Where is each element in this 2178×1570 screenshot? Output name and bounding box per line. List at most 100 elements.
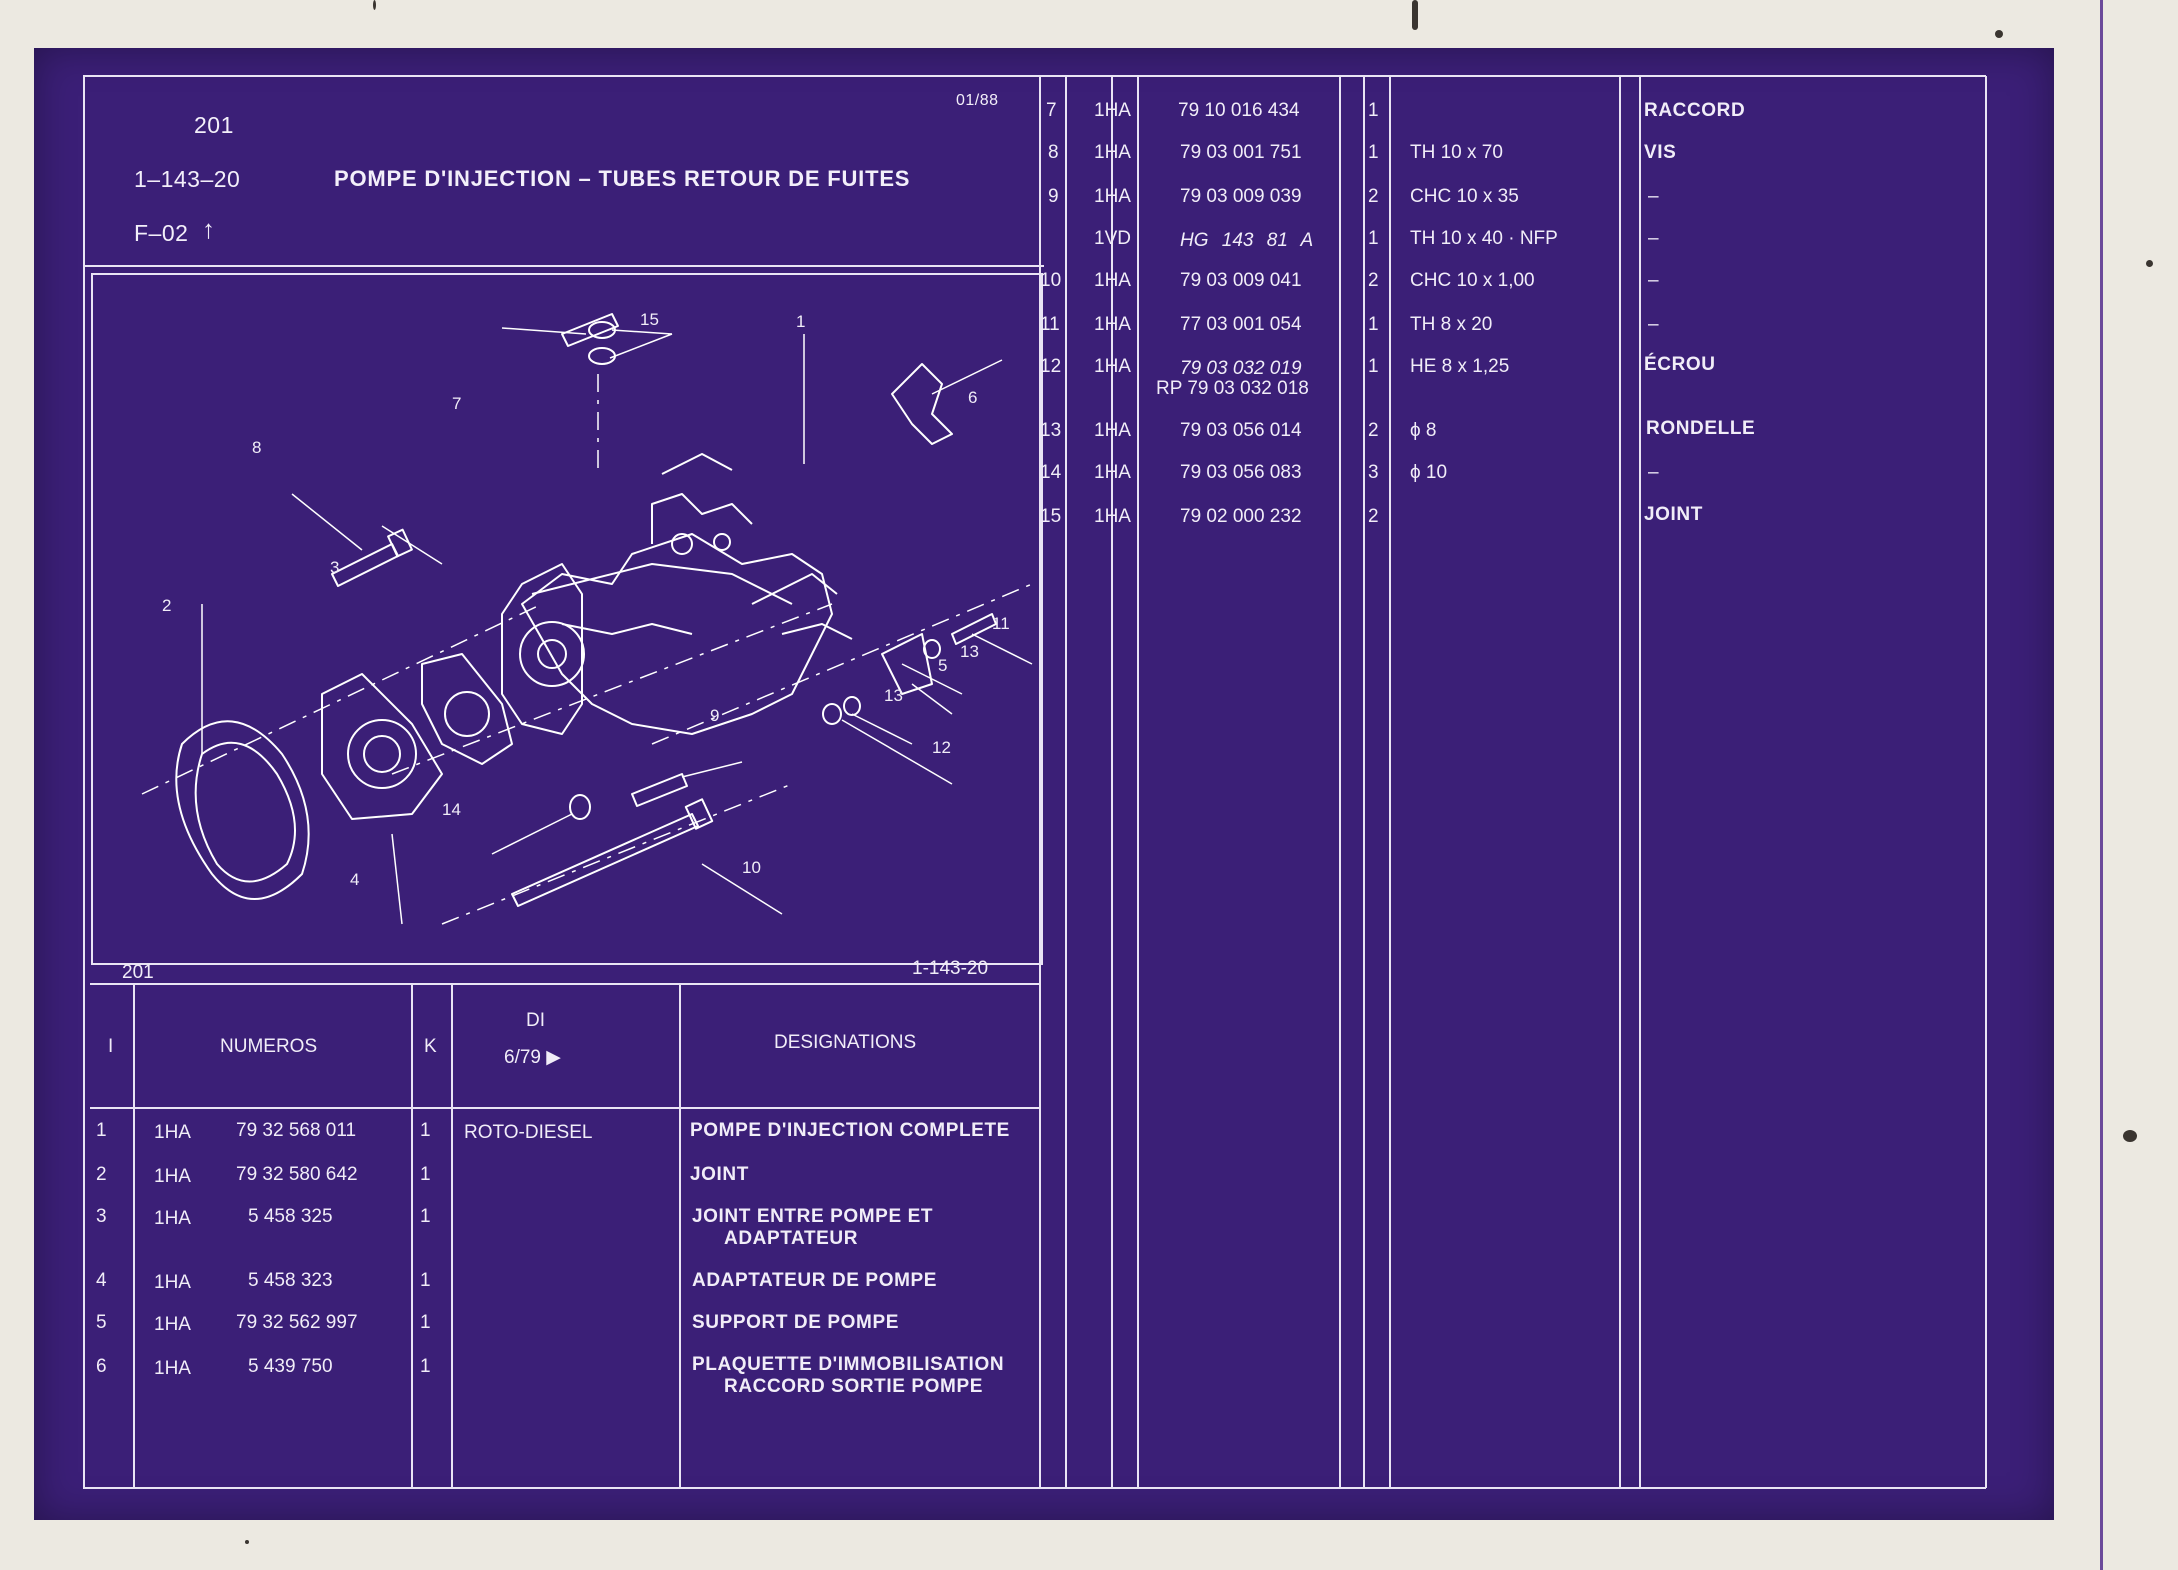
table-grid xyxy=(83,75,1987,1489)
row-k: 1 xyxy=(420,1120,431,1141)
row-code: 1HA xyxy=(1094,314,1131,335)
paper-speck xyxy=(1995,30,2003,38)
row-number: 79 03 009 041 xyxy=(1180,270,1302,291)
row-code: 1HA xyxy=(1094,420,1131,441)
row-k: 2 xyxy=(1368,420,1379,441)
row-number: 79 03 032 019 xyxy=(1180,358,1302,379)
callout-7: 7 xyxy=(452,394,462,413)
callout-9: 9 xyxy=(710,706,720,725)
row-designation: – xyxy=(1648,186,1659,207)
row-di: ROTO-DIESEL xyxy=(464,1122,593,1143)
row-number: 79 10 016 434 xyxy=(1178,100,1300,121)
callout-5: 5 xyxy=(938,656,948,675)
paper-speck xyxy=(2123,1130,2137,1142)
row-index: 3 xyxy=(96,1206,107,1227)
row-number: 5 439 750 xyxy=(248,1356,333,1377)
row-index: 8 xyxy=(1048,142,1059,163)
row-k: 1 xyxy=(420,1270,431,1291)
paper-speck xyxy=(373,0,376,10)
row-k: 1 xyxy=(1368,100,1379,121)
row-designation: – xyxy=(1648,462,1659,483)
col-header-designations: DESIGNATIONS xyxy=(774,1032,917,1053)
adapter-illustration xyxy=(321,673,443,820)
row-number: 79 03 009 039 xyxy=(1180,186,1302,207)
callout-10: 10 xyxy=(742,858,761,877)
row-designation: – xyxy=(1648,270,1659,291)
row-designation: ÉCROU xyxy=(1644,354,1716,375)
row-designation: RONDELLE xyxy=(1646,418,1756,439)
injection-pump-illustration xyxy=(501,453,853,735)
row-number-replacement: RP 79 03 032 018 xyxy=(1156,378,1309,399)
row-index: 7 xyxy=(1046,100,1057,121)
row-di: TH 10 x 40 · NFP xyxy=(1410,228,1558,249)
row-k: 1 xyxy=(1368,356,1379,377)
row-k: 1 xyxy=(1368,314,1379,335)
arrow-up-icon: ↑ xyxy=(202,214,215,244)
callout-12: 12 xyxy=(932,738,951,757)
page-title: POMPE D'INJECTION – TUBES RETOUR DE FUIT… xyxy=(334,166,911,191)
callout-3: 3 xyxy=(330,558,340,577)
paper-speck xyxy=(2146,260,2153,267)
row-code: 1HA xyxy=(1094,462,1131,483)
row-designation: – xyxy=(1648,314,1659,335)
row-number: 79 03 056 083 xyxy=(1180,462,1302,483)
callout-13b: 13 xyxy=(884,686,903,705)
row-di: CHC 10 x 1,00 xyxy=(1410,270,1535,291)
col-header-numeros: NUMEROS xyxy=(220,1036,318,1057)
row-code: 1HA xyxy=(154,1358,191,1379)
row-number: 77 03 001 054 xyxy=(1180,314,1302,335)
row-k: 3 xyxy=(1368,462,1379,483)
parts-catalog-sheet: 201 1–143–20 POMPE D'INJECTION – TUBES R… xyxy=(34,48,2054,1520)
row-di: TH 10 x 70 xyxy=(1410,142,1503,163)
row-k: 1 xyxy=(420,1164,431,1185)
drawing-footer-right: 1-143-20 xyxy=(912,958,989,979)
callout-15: 15 xyxy=(640,310,659,329)
row-designation: RACCORD xyxy=(1644,100,1746,121)
row-index: 11 xyxy=(1040,314,1060,335)
row-number: 79 32 568 011 xyxy=(236,1120,357,1141)
row-number: 79 32 562 997 xyxy=(236,1312,358,1333)
exploded-pump-drawing xyxy=(141,313,1033,925)
variant-code: F–02 xyxy=(134,220,189,246)
row-index: 10 xyxy=(1040,270,1062,291)
row-number: 79 03 056 014 xyxy=(1180,420,1302,441)
paper-speck xyxy=(1412,0,1418,30)
row-designation: ADAPTATEUR DE POMPE xyxy=(692,1270,938,1291)
row-k: 1 xyxy=(420,1356,431,1377)
row-designation: POMPE D'INJECTION COMPLETE xyxy=(690,1120,1010,1141)
row-index: 9 xyxy=(1048,186,1059,207)
row-di: HE 8 x 1,25 xyxy=(1410,356,1510,377)
page-margin-rule xyxy=(2100,0,2103,1570)
reference-code: 1–143–20 xyxy=(134,166,241,192)
row-code: 1VD xyxy=(1094,228,1131,249)
row-di: CHC 10 x 35 xyxy=(1410,186,1519,207)
row-number: 5 458 325 xyxy=(248,1206,333,1227)
row-number: HG 143 81 A xyxy=(1180,230,1314,251)
callout-4: 4 xyxy=(350,870,360,889)
row-number: 79 02 000 232 xyxy=(1180,506,1302,527)
col-header-di: DI xyxy=(526,1010,545,1031)
row-k: 2 xyxy=(1368,186,1379,207)
edition-date: 01/88 xyxy=(956,92,999,109)
callout-1: 1 xyxy=(796,312,806,331)
row-k: 1 xyxy=(1368,228,1379,249)
page-number: 201 xyxy=(194,112,234,138)
row-k: 1 xyxy=(420,1206,431,1227)
row-number: 79 32 580 642 xyxy=(236,1164,358,1185)
row-k: 1 xyxy=(1368,142,1379,163)
row-designation-line2: ADAPTATEUR xyxy=(724,1228,859,1249)
col-header-i: I xyxy=(108,1036,114,1057)
row-index: 15 xyxy=(1040,506,1062,527)
row-index: 13 xyxy=(1040,420,1062,441)
callout-8: 8 xyxy=(252,438,262,457)
row-code: 1HA xyxy=(154,1208,191,1229)
row-code: 1HA xyxy=(1094,506,1131,527)
callout-11: 11 xyxy=(992,614,1010,633)
row-designation: VIS xyxy=(1644,142,1677,163)
row-code: 1HA xyxy=(154,1314,191,1335)
row-code: 1HA xyxy=(1094,186,1131,207)
row-di: ϕ 10 xyxy=(1410,462,1448,483)
row-designation: JOINT ENTRE POMPE ET xyxy=(692,1206,934,1227)
row-code: 1HA xyxy=(1094,356,1131,377)
paper-speck xyxy=(245,1540,249,1544)
